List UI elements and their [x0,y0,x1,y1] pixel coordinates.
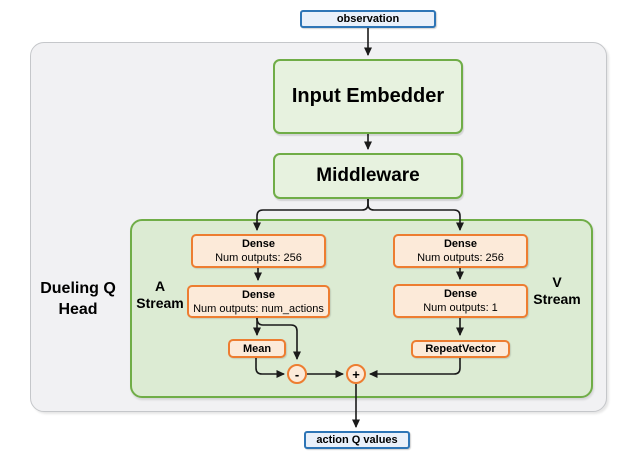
middleware-node: Middleware [273,153,463,199]
observation-node: observation [300,10,436,28]
a-stream-label-line2: Stream [136,295,184,311]
dense-v2-title: Dense [443,288,478,300]
a-stream-label-line1: A [154,278,166,294]
dense-a1-node: Dense Num outputs: 256 [191,234,326,268]
dense-a2-node: Dense Num outputs: num_actions [187,285,330,318]
input-embedder-node: Input Embedder [273,59,463,134]
v-stream-label-line2: Stream [533,291,581,307]
dueling-q-head-label-line1: Dueling Q [40,280,116,297]
dense-a2-subtitle: Num outputs: num_actions [193,302,324,315]
dense-v2-node: Dense Num outputs: 1 [393,284,528,318]
dueling-q-head-label: Dueling Q Head [26,278,130,320]
dense-v2-subtitle: Num outputs: 1 [423,302,498,314]
dense-v1-node: Dense Num outputs: 256 [393,234,528,268]
dense-a1-subtitle: Num outputs: 256 [215,252,302,264]
v-stream-label-line1: V [552,274,562,290]
action-q-values-node: action Q values [304,431,410,449]
dense-v1-subtitle: Num outputs: 256 [417,252,504,264]
plus-operator-node: + [346,364,366,384]
mean-node: Mean [228,339,286,358]
a-stream-label: A Stream [132,278,188,312]
repeat-vector-node: RepeatVector [411,340,510,358]
v-stream-label: V Stream [529,274,585,308]
dense-a2-title: Dense [241,288,276,301]
dense-a1-title: Dense [241,238,276,250]
minus-operator-node: - [287,364,307,384]
dense-v1-title: Dense [443,238,478,250]
dueling-q-head-label-line2: Head [58,301,98,318]
